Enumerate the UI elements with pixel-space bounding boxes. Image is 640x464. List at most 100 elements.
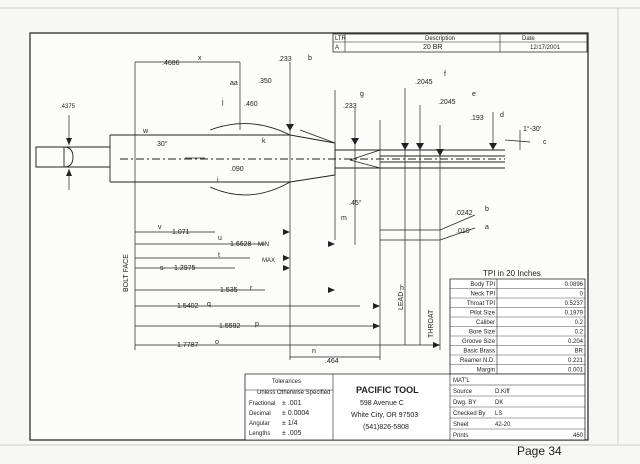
letter-u: u [218,235,222,242]
dim-464: .464 [325,358,339,365]
rev-description: 20 BR [423,44,442,51]
spec-row-value: 0 [580,292,584,298]
letter-b-lower: b [485,206,489,213]
letter-e: e [472,91,476,98]
rev-header-description: Description [425,36,455,42]
spec-row-value: 0.204 [568,339,584,345]
spec-row-value: 0.001 [568,368,584,374]
spec-row-value: 0.221 [568,358,584,364]
material-row-label: Checked By [453,411,485,417]
dim-350: .350 [258,78,272,85]
letter-q: q [207,301,211,308]
spec-row-label: Reamer N.D. [460,358,495,364]
dim-2045-top: .2045 [415,79,433,86]
material-row-value: 42-20 [495,422,511,428]
title-block: Tolerances Unless Otherwise Specified Fr… [245,374,585,440]
spec-row-label: Margin [477,368,495,374]
rev-ltr: A [335,45,339,51]
letter-f: f [444,71,446,78]
rev-header-ltr: LTR [335,36,347,42]
letter-h: h [400,285,404,292]
material-row-value: D.Kiff [495,389,510,395]
spec-row-label: Pilot Size [470,311,496,317]
letter-x: x [198,55,202,62]
arrowheads [66,124,497,348]
dim-4686: .4686 [162,60,180,67]
lead-label: LEAD [398,292,405,310]
spec-row-label: Caliber [476,320,495,326]
letter-k: k [262,138,266,145]
dimension-lines [135,62,440,357]
dim-090: .090 [230,166,244,173]
dim-193: .193 [470,115,484,122]
tolerance-row-label: Decimal [249,411,271,417]
tolerances-subtitle: Unless Otherwise Specified [257,390,330,396]
dim-1535: 1.535 [220,287,238,294]
letter-n: n [312,348,316,355]
dim-233-top: .233 [278,56,292,63]
dim-4375: .4375 [60,104,76,110]
dim-1071: 1.071 [172,229,190,236]
dim-460: .460 [244,101,258,108]
letter-w: w [142,128,149,135]
reference-letters: x b aa j g f e d c w k i m b a v u t s r… [142,55,547,355]
letter-d: d [500,112,504,119]
tolerance-row-label: Angular [249,421,270,427]
dim-010: .010 [456,228,470,235]
letter-s: s [160,265,164,272]
spec-row-value: 0.0896 [565,282,584,288]
dim-max: MAX [262,258,275,264]
letter-o: o [215,339,219,346]
revision-table: LTR Description Date A 20 BR 12/17/2001 [333,34,587,52]
spec-row-label: Bore Size [469,330,496,336]
tolerance-row-value: ± 1/4 [282,420,298,427]
page-edge-marks [0,8,640,445]
spec-row-label: Neck TPI [470,292,495,298]
rev-header-date: Date [522,36,535,42]
throat-label: THROAT [428,309,435,338]
dim-2045-bottom: .2045 [438,99,456,106]
letter-c: c [543,139,547,146]
letter-a: a [485,224,489,231]
dim-30-deg: 30° [157,140,168,148]
dim-12975: 1.2975 [174,265,196,272]
dim-1-30: 1°-30' [523,125,541,133]
spec-row-label: Throat TPI [467,301,496,307]
rev-date: 12/17/2001 [530,45,561,51]
spec-row-value: BR [575,349,584,355]
material-row-label: Dwg. BY [453,400,476,406]
tolerance-row-label: Fractional [249,401,275,407]
dim-15592: 1.5592 [219,323,241,330]
letter-t: t [218,252,220,259]
letter-v: v [158,224,162,231]
letter-i: i [217,177,219,184]
dim-15402: 1.5402 [177,303,199,310]
company-address: 598 Avenue C [360,400,404,407]
letter-g: g [360,91,364,98]
dim-17787: 1.7787 [177,342,199,349]
tolerance-row-value: ± 0.0004 [282,410,309,417]
spec-table-title: TPI in 20 Inches [483,269,541,278]
letter-aa: aa [230,80,238,87]
company-phone: (541)826-5808 [363,424,409,431]
spec-row-value: 0.2 [575,320,584,326]
tolerance-row-label: Lengths [249,431,270,437]
spec-row-label: Groove Size [462,339,496,345]
tolerance-row-value: ± .005 [282,430,302,437]
company-city: White City, OR 97503 [351,412,418,419]
company-name: PACIFIC TOOL [356,385,419,395]
dim-min: MIN [258,242,269,248]
dimension-labels: .4686 .233 .350 .460 .233 .2045 .2045 .1… [60,56,541,365]
dim-233-mid: .233 [343,103,357,110]
material-row-label: Source [453,389,473,395]
spec-row-value: 0.2 [575,330,584,336]
spec-row-label: Body TPI [470,282,495,288]
material-row-label: Sheet [453,422,469,428]
dim-16628: 1.6628 [230,241,252,248]
tolerance-row-value: ± .001 [282,400,302,407]
spec-row-value: 0.5237 [565,301,584,307]
